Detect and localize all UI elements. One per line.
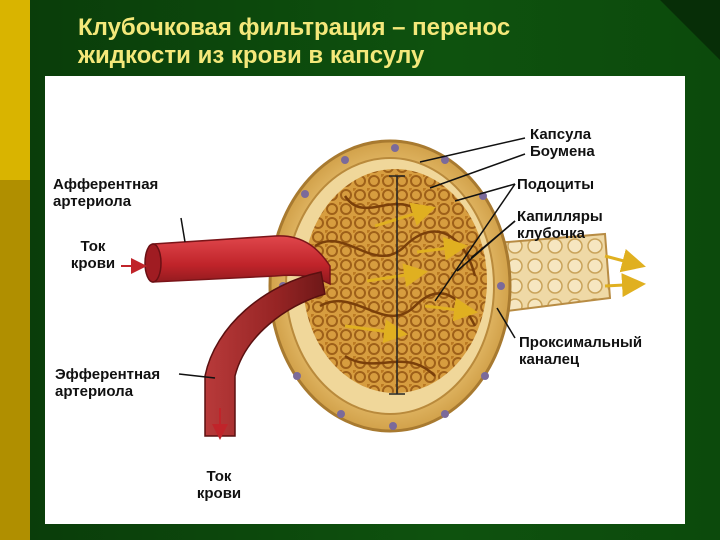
corner-decoration: [660, 0, 720, 60]
afferent-arteriole: [144, 235, 331, 286]
glomerulus-illustration: [121, 137, 646, 440]
slide-title: Клубочковая фильтрация – перенос жидкост…: [78, 14, 698, 70]
accent-bar-lower: [0, 180, 30, 540]
proximal-tubule: [482, 232, 646, 316]
label-proximal-tubule: Проксимальный каналец: [519, 334, 643, 368]
filtration-arrows: [344, 202, 478, 344]
label-blood-flow-out: Ток крови: [196, 468, 242, 502]
leader-lines: [178, 137, 526, 379]
label-afferent-arteriole: Афферентная артериола: [53, 176, 159, 210]
label-glomerular-capillaries: Капилляры клубочка: [517, 208, 603, 242]
dimension-line: [389, 175, 405, 395]
label-blood-flow-in: Ток крови: [70, 238, 116, 272]
title-line-1: Клубочковая фильтрация – перенос: [78, 14, 511, 41]
label-bowman-capsule: Капсула Боумена: [530, 126, 595, 160]
label-efferent-arteriole: Эфферентная артериола: [55, 366, 161, 400]
title-line-2: жидкости из крови в капсулу: [78, 42, 425, 69]
blood-flow-arrows: [121, 258, 228, 440]
diagram-panel: Капсула Боумена Подоциты Капилляры клубо…: [45, 76, 685, 524]
efferent-arteriole: [204, 271, 326, 437]
label-podocytes: Подоциты: [517, 176, 595, 193]
